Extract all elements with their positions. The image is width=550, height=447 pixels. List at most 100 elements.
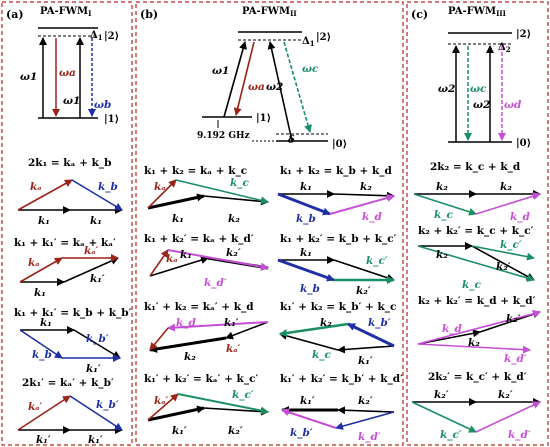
level-2-label: |2⟩ xyxy=(316,32,331,43)
panel-c-tag: (c) xyxy=(411,8,428,21)
vec-label-k1p: k₁′ xyxy=(224,317,239,329)
vec-label-kap: kₐ′ xyxy=(226,343,241,355)
vec-ka xyxy=(149,249,169,277)
vec-label-kd: k_d xyxy=(442,323,463,336)
vec-ka xyxy=(17,179,73,211)
vec-label-k2p: k₂′ xyxy=(356,285,371,297)
beam-label-omega-b: ωb xyxy=(94,99,111,111)
vec-label-k1: k₁ xyxy=(172,213,184,225)
vec-label-k2: k₂ xyxy=(468,337,480,349)
vec-label-k2: k₂ xyxy=(320,317,332,329)
delta-label: δ xyxy=(287,135,295,146)
vec-label-kcp: k_c′ xyxy=(366,255,388,268)
vec-label-kb: k_b xyxy=(32,349,52,362)
vec-label-k2p: k₂′ xyxy=(228,425,243,437)
vec-label-kc: k_c xyxy=(462,279,482,292)
vec-k2p xyxy=(333,259,395,282)
vec-label-kbp: k_b′ xyxy=(290,427,313,440)
vec-label-kap: kₐ′ xyxy=(154,395,169,407)
vec-label-kbp: k_b′ xyxy=(86,333,109,346)
vec-label-kc: k_c xyxy=(230,177,250,190)
eq-b-7: k₁′ + k₂′ = kₐ′ + k_c′ xyxy=(144,373,258,386)
vector-diagram-c-4: k₂′ k₂′ k_c′ k_d′ xyxy=(411,389,541,442)
vector-diagram-b-7: kₐ′ k_c′ k₁′ k₂′ xyxy=(147,389,269,437)
level-1-label: |1⟩ xyxy=(256,113,271,124)
eq-c-1: 2k₂ = k_c + k_d xyxy=(430,161,521,174)
vec-kb xyxy=(277,258,335,282)
eq-b-6: k₁′ + k₂ = k_b′ + k_c xyxy=(280,301,396,314)
panel-c-frame xyxy=(406,1,549,446)
vec-kdp xyxy=(417,343,531,354)
panel-a-tag: (a) xyxy=(6,8,24,21)
beam-label-omega2: ω2 xyxy=(266,81,283,93)
vec-label-kbp: k_b′ xyxy=(96,399,119,412)
vector-diagram-b-6: k₂ k_b′ k_c k₁′ xyxy=(279,317,395,367)
vec-label-ka: kₐ xyxy=(30,181,42,193)
vector-diagram-c-2: k₂ k_c′ k₂′ k_c xyxy=(417,239,535,292)
beam-label-omega-a: ωa xyxy=(248,81,265,93)
vec-label-k1p: k₁′ xyxy=(36,434,51,446)
vec-label-kb: k_b xyxy=(296,213,316,226)
vec-label-ka: kₐ xyxy=(28,257,40,269)
panel-c: (c) PA-FWMIII |2⟩ |0⟩ Δ2 ω2 ωc ω2 ωd xyxy=(411,6,531,149)
vec-kc xyxy=(413,193,477,216)
beam-label-omega1: ω1 xyxy=(20,71,37,83)
vector-diagram-b-4: k₁ k_c′ k_b k₂′ xyxy=(277,247,395,297)
vec-kb xyxy=(71,179,123,211)
vec-label-k1p: k₁′ xyxy=(86,363,101,375)
vec-k1p xyxy=(225,321,269,340)
eq-c-4: 2k₂′ = k_c′ + k_d′ xyxy=(428,371,527,384)
vec-label-k2: k₂ xyxy=(360,181,372,193)
vec-label-ka: kₐ xyxy=(154,181,166,193)
vec-kd xyxy=(329,194,395,215)
vec-k1p xyxy=(73,329,121,359)
vector-diagram-a-2: kₐ kₐ′ k₁ k₁′ xyxy=(19,245,119,299)
beam-label-omega-d: ωd xyxy=(504,99,522,111)
vec-label-kap: kₐ′ xyxy=(28,401,43,413)
vec-label-kd: k_d xyxy=(510,211,531,224)
vec-label-k1: k₁ xyxy=(34,287,46,299)
vec-label-k2: k₂ xyxy=(436,181,448,193)
beam-omega-c xyxy=(283,41,312,133)
vec-label-k2p: k₂′ xyxy=(358,395,373,407)
panel-a: (a) PA-FWMI |2⟩ |1⟩ Δ1 ω1 ωa ω1 ωb xyxy=(6,6,119,125)
vec-label-k1: k₁ xyxy=(300,181,312,193)
eq-b-3: k₁ + k₂′ = kₐ + k_d′ xyxy=(144,233,254,246)
vec-k1 xyxy=(149,256,209,277)
panel-a-title: PA-FWMI xyxy=(40,6,91,18)
beam-label-omega-a: ωa xyxy=(59,67,76,79)
vec-label-kcp: k_c′ xyxy=(500,239,522,252)
eq-b-4: k₁ + k₂′ = k_b + k_c′ xyxy=(280,233,397,246)
panel-b: (b) PA-FWMII |2⟩ |1⟩ |0⟩ Δ1 δ 9.192 GHz … xyxy=(140,6,347,150)
panel-b-title: PA-FWMII xyxy=(242,6,297,18)
vec-k1 xyxy=(147,193,205,210)
vector-diagram-b-1: kₐ k_c k₁ k₂ xyxy=(147,177,269,225)
eq-a-4: 2k₁′ = kₐ′ + k_b′ xyxy=(22,377,114,390)
vec-kc xyxy=(417,245,535,282)
vec-label-kcp: k_c′ xyxy=(440,429,462,442)
vec-kbp xyxy=(347,322,395,348)
vec-label-k2: k₂ xyxy=(228,213,240,225)
level-1-label: |1⟩ xyxy=(104,114,119,125)
vector-diagram-a-3: k₁ k_b′ k_b k₁′ xyxy=(19,317,121,375)
vec-k2 xyxy=(203,195,269,206)
vec-label-kdp: k_d′ xyxy=(504,353,527,366)
vec-kdp xyxy=(167,249,269,271)
vec-kb xyxy=(19,329,63,359)
vec-label-k2-2: k₂ xyxy=(500,181,512,193)
vector-diagram-c-3: k_d k₂′ k₂ k_d′ xyxy=(417,309,541,366)
detuning-label: Δ1 xyxy=(90,30,103,42)
beam-label-omega-c: ωc xyxy=(470,83,487,95)
detuning-label: Δ1 xyxy=(302,36,315,48)
eq-b-1: k₁ + k₂ = kₐ + k_c xyxy=(144,165,247,178)
eq-a-2: k₁ + k₁′ = kₐ + kₐ′ xyxy=(14,237,116,249)
vec-label-k1p-2: k₁′ xyxy=(88,434,103,446)
vec-k2p xyxy=(471,245,535,281)
eq-c-2: k₂ + k₂′ = k_c + k_c′ xyxy=(418,225,534,238)
level-0-label: |0⟩ xyxy=(516,138,531,149)
beam-omega-a xyxy=(233,41,255,116)
vec-ka xyxy=(147,179,177,209)
vec-kc xyxy=(175,179,269,205)
eq-a-1: 2k₁ = kₐ + k_b xyxy=(28,157,111,170)
